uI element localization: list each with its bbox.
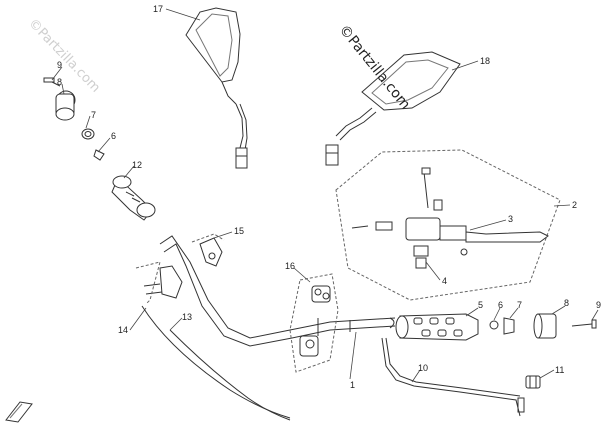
callout-18: 18 bbox=[480, 56, 491, 66]
cables-left bbox=[141, 305, 291, 421]
right-end-parts bbox=[489, 313, 597, 339]
callout-2: 2 bbox=[572, 200, 578, 210]
callout-16: 16 bbox=[285, 261, 296, 271]
callout-3: 3 bbox=[508, 214, 514, 224]
throttle-cable bbox=[381, 337, 525, 417]
callout-10: 10 bbox=[418, 363, 429, 373]
callout-17: 17 bbox=[153, 4, 164, 14]
callout-5: 5 bbox=[478, 300, 484, 310]
callout-7-right: 7 bbox=[517, 300, 523, 310]
callout-8-left: 8 bbox=[57, 77, 63, 87]
callout-4: 4 bbox=[442, 276, 448, 286]
orientation-icon bbox=[5, 401, 33, 423]
callout-11: 11 bbox=[555, 365, 565, 375]
brake-lever-region bbox=[335, 149, 561, 301]
right-grip bbox=[395, 313, 479, 341]
callout-9-right: 9 bbox=[596, 300, 602, 310]
switch-assembly bbox=[289, 273, 339, 373]
callout-12: 12 bbox=[132, 160, 143, 170]
callout-7-left: 7 bbox=[91, 110, 97, 120]
callout-1: 1 bbox=[350, 380, 356, 390]
callout-8-right: 8 bbox=[564, 298, 570, 308]
handlebar bbox=[159, 235, 396, 347]
leader-lines bbox=[51, 8, 599, 383]
callout-13: 13 bbox=[182, 312, 193, 322]
callout-6-right: 6 bbox=[498, 300, 504, 310]
callout-15: 15 bbox=[234, 226, 245, 236]
left-bracket bbox=[135, 233, 225, 305]
mirror-left bbox=[185, 7, 248, 169]
mirror-right bbox=[325, 51, 461, 166]
callout-9-left: 9 bbox=[57, 60, 63, 70]
callout-14: 14 bbox=[118, 325, 129, 335]
callout-6-left: 6 bbox=[111, 131, 117, 141]
adjuster-nut bbox=[525, 375, 541, 389]
left-grip-stack bbox=[43, 77, 156, 221]
